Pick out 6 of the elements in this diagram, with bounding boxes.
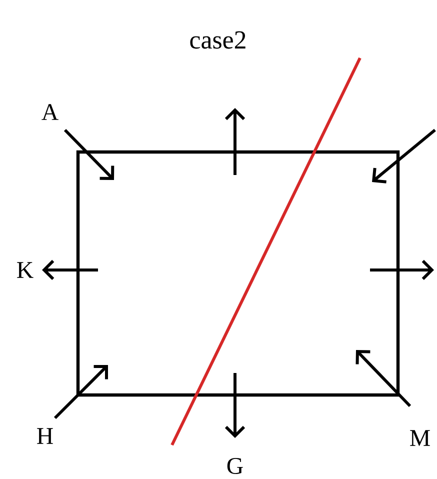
point-label: G [227, 458, 243, 474]
point-label: K [17, 262, 34, 278]
title: case2 [190, 31, 246, 49]
point-label: M [410, 430, 430, 446]
point-label: A [42, 104, 58, 120]
point-label: H [37, 428, 53, 444]
